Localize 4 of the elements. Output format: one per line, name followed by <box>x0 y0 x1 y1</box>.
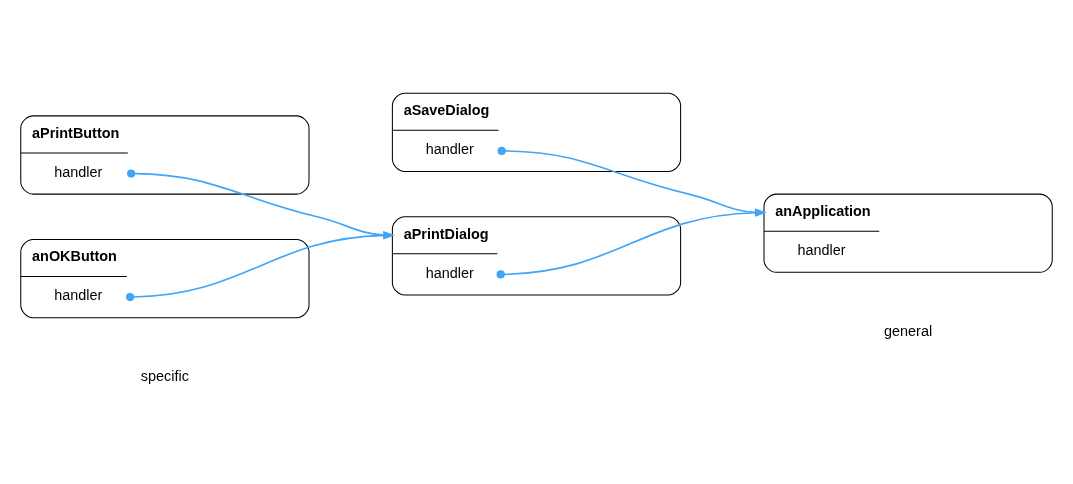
label: specific <box>140 367 189 384</box>
arrow <box>125 230 395 301</box>
arrow <box>127 168 395 239</box>
label: general <box>884 322 933 339</box>
